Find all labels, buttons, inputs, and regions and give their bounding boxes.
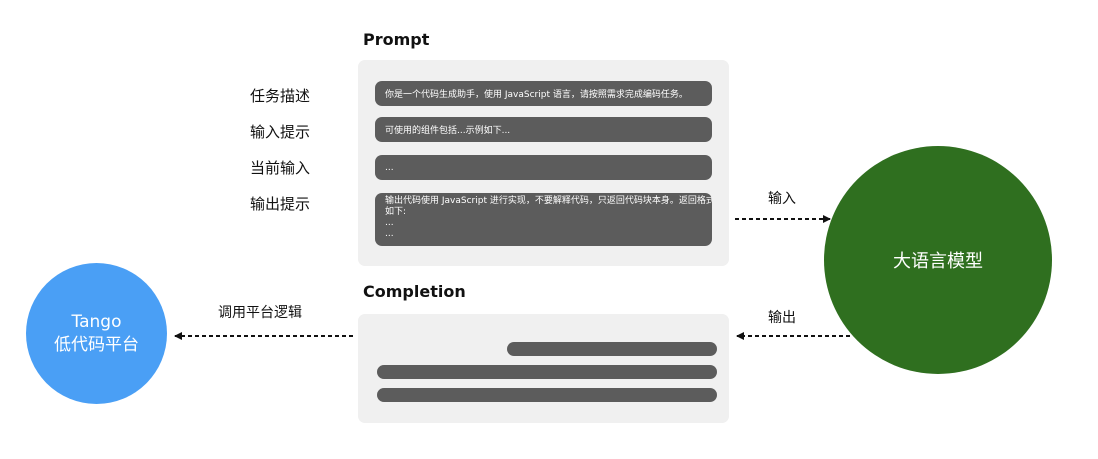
output-hint-line: ... <box>385 218 394 228</box>
row-label-current-input: 当前输入 <box>250 159 311 177</box>
tango-node-name: Tango <box>71 311 122 332</box>
input-arrow-label: 输入 <box>768 191 796 207</box>
row-label-input-hint: 输入提示 <box>250 123 311 141</box>
output-hint-line: 输出代码使用 JavaScript 进行实现，不要解释代码，只返回代码块本身。返… <box>385 196 712 206</box>
output-arrow-label: 输出 <box>768 310 796 326</box>
call-platform-arrow-label: 调用平台逻辑 <box>218 305 302 321</box>
output-hint-line: 如下: <box>385 207 407 217</box>
prompt-bar-output-hint: 输出代码使用 JavaScript 进行实现，不要解释代码，只返回代码块本身。返… <box>375 193 712 246</box>
output-hint-line: ... <box>385 229 394 239</box>
row-label-output-hint: 输出提示 <box>250 195 311 213</box>
prompt-title: Prompt <box>363 30 430 49</box>
completion-line-short <box>507 342 717 356</box>
llm-node-label: 大语言模型 <box>893 251 983 272</box>
completion-line <box>377 365 717 379</box>
completion-line <box>377 388 717 402</box>
tango-node-subtitle: 低代码平台 <box>54 334 139 355</box>
row-label-task: 任务描述 <box>250 87 311 105</box>
prompt-bar-task: 你是一个代码生成助手，使用 JavaScript 语言，请按照需求完成编码任务。 <box>375 81 712 106</box>
completion-title: Completion <box>363 282 466 301</box>
llm-node: 大语言模型 <box>824 146 1052 374</box>
prompt-bar-current-input: ... <box>375 155 712 180</box>
prompt-bar-input-hint: 可使用的组件包括...示例如下... <box>375 117 712 142</box>
tango-node: Tango 低代码平台 <box>26 263 167 404</box>
